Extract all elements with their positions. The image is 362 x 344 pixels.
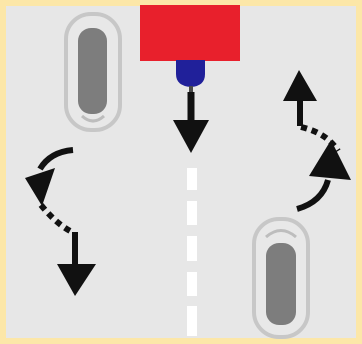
car-bottom-right-icon — [254, 219, 308, 337]
car-top-left-icon — [66, 14, 120, 130]
rider-helmet — [176, 60, 205, 87]
lane-dash — [187, 236, 197, 261]
car-windshield — [78, 28, 107, 114]
lane-dash — [187, 306, 197, 336]
lane-dash — [187, 168, 197, 190]
lane-dash — [187, 201, 197, 225]
lane-dash — [187, 272, 197, 296]
car-windshield — [266, 243, 296, 325]
red-block-icon — [140, 5, 240, 61]
